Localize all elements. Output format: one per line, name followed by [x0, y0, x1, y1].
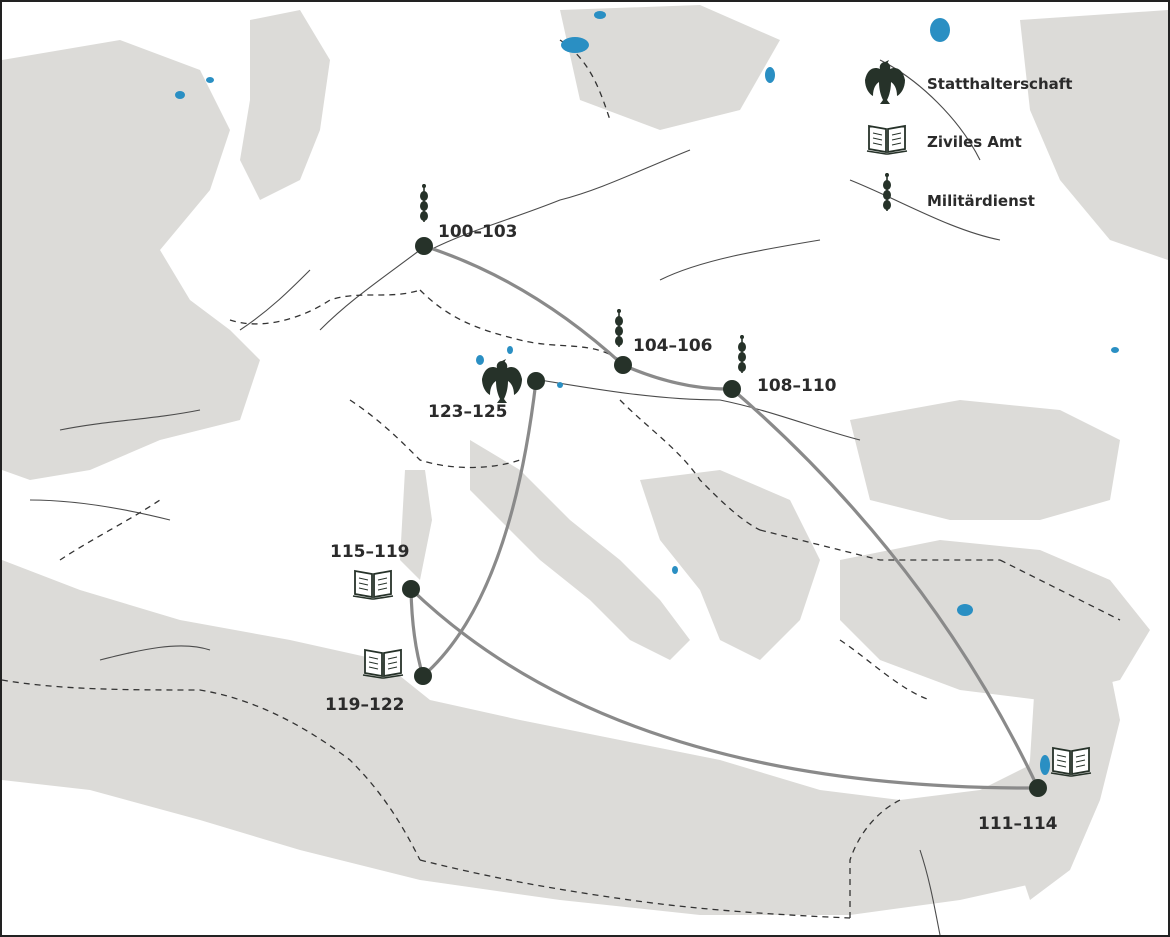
route-108-to-111 [730, 387, 1040, 790]
station-label-108-110: 108–110 [757, 376, 837, 396]
station-label-123-125: 123–125 [428, 402, 507, 422]
station-label-104-106: 104–106 [633, 336, 712, 356]
station-marker-123-125[interactable] [527, 372, 545, 390]
station-label-100-103: 100–103 [438, 222, 517, 242]
legend: Statthalterschaft Ziviles Amt Militärdie… [865, 60, 1072, 212]
lakes [175, 11, 1119, 775]
station-label-115-119: 115–119 [330, 542, 409, 562]
station-marker-100-103[interactable] [415, 237, 433, 255]
rivers [29, 59, 1001, 936]
route-119-to-123 [421, 379, 538, 678]
station-marker-108-110[interactable] [723, 380, 741, 398]
route-100-to-104 [422, 244, 625, 367]
station-label-111-114: 111–114 [978, 814, 1058, 834]
legend-label-military-service: Militärdienst [927, 192, 1035, 210]
station-marker-104-106[interactable] [614, 356, 632, 374]
route-104-to-108 [621, 363, 734, 391]
legend-label-governorship: Statthalterschaft [927, 75, 1072, 93]
land-masses [2, 5, 1168, 915]
station-marker-119-122[interactable] [414, 667, 432, 685]
station-label-119-122: 119–122 [325, 695, 404, 715]
station-marker-115-119[interactable] [402, 580, 420, 598]
station-markers [402, 237, 1047, 797]
legend-label-civil-office: Ziviles Amt [927, 133, 1022, 151]
route-111-to-115 [409, 587, 1040, 790]
station-labels: 100–103 104–106 108–110 111–114 115–119 … [325, 222, 1058, 834]
career-route [409, 244, 1040, 790]
province-borders [1, 39, 1121, 919]
station-marker-111-114[interactable] [1029, 779, 1047, 797]
